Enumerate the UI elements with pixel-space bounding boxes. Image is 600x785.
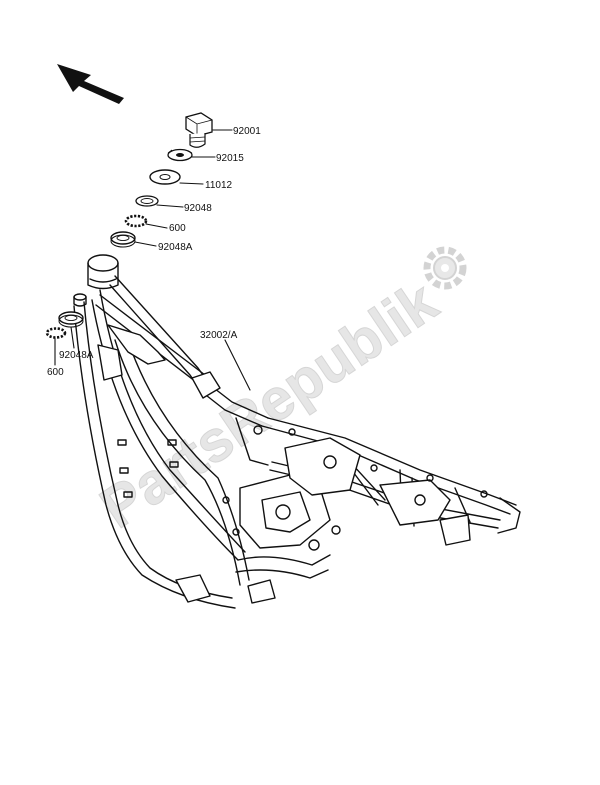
part-label-92048A-top: 92048A (158, 242, 193, 253)
motorcycle-frame (73, 254, 521, 609)
part-bolt-92001 (185, 112, 213, 148)
part-label-92048A-left: 92048A (59, 350, 94, 361)
part-race-92048A-left (58, 311, 84, 328)
part-label-11012: 11012 (205, 180, 233, 191)
arrow-up-left-icon (57, 64, 124, 104)
part-label-92015: 92015 (216, 153, 244, 164)
part-race-92048A-top (110, 231, 136, 248)
part-washer-11012 (149, 169, 181, 185)
part-label-32002A: 32002/A (200, 330, 238, 341)
part-label-600-top: 600 (169, 223, 186, 234)
part-label-92001: 92001 (233, 126, 261, 137)
part-label-92048: 92048 (184, 203, 212, 214)
gear-icon (423, 246, 467, 290)
part-label-600-left: 600 (47, 367, 64, 378)
part-ball-bearing-600-left (45, 327, 67, 339)
part-race-92048 (135, 195, 159, 207)
part-lockwasher-92015 (167, 148, 193, 162)
part-ball-bearing-600-top (124, 214, 148, 228)
